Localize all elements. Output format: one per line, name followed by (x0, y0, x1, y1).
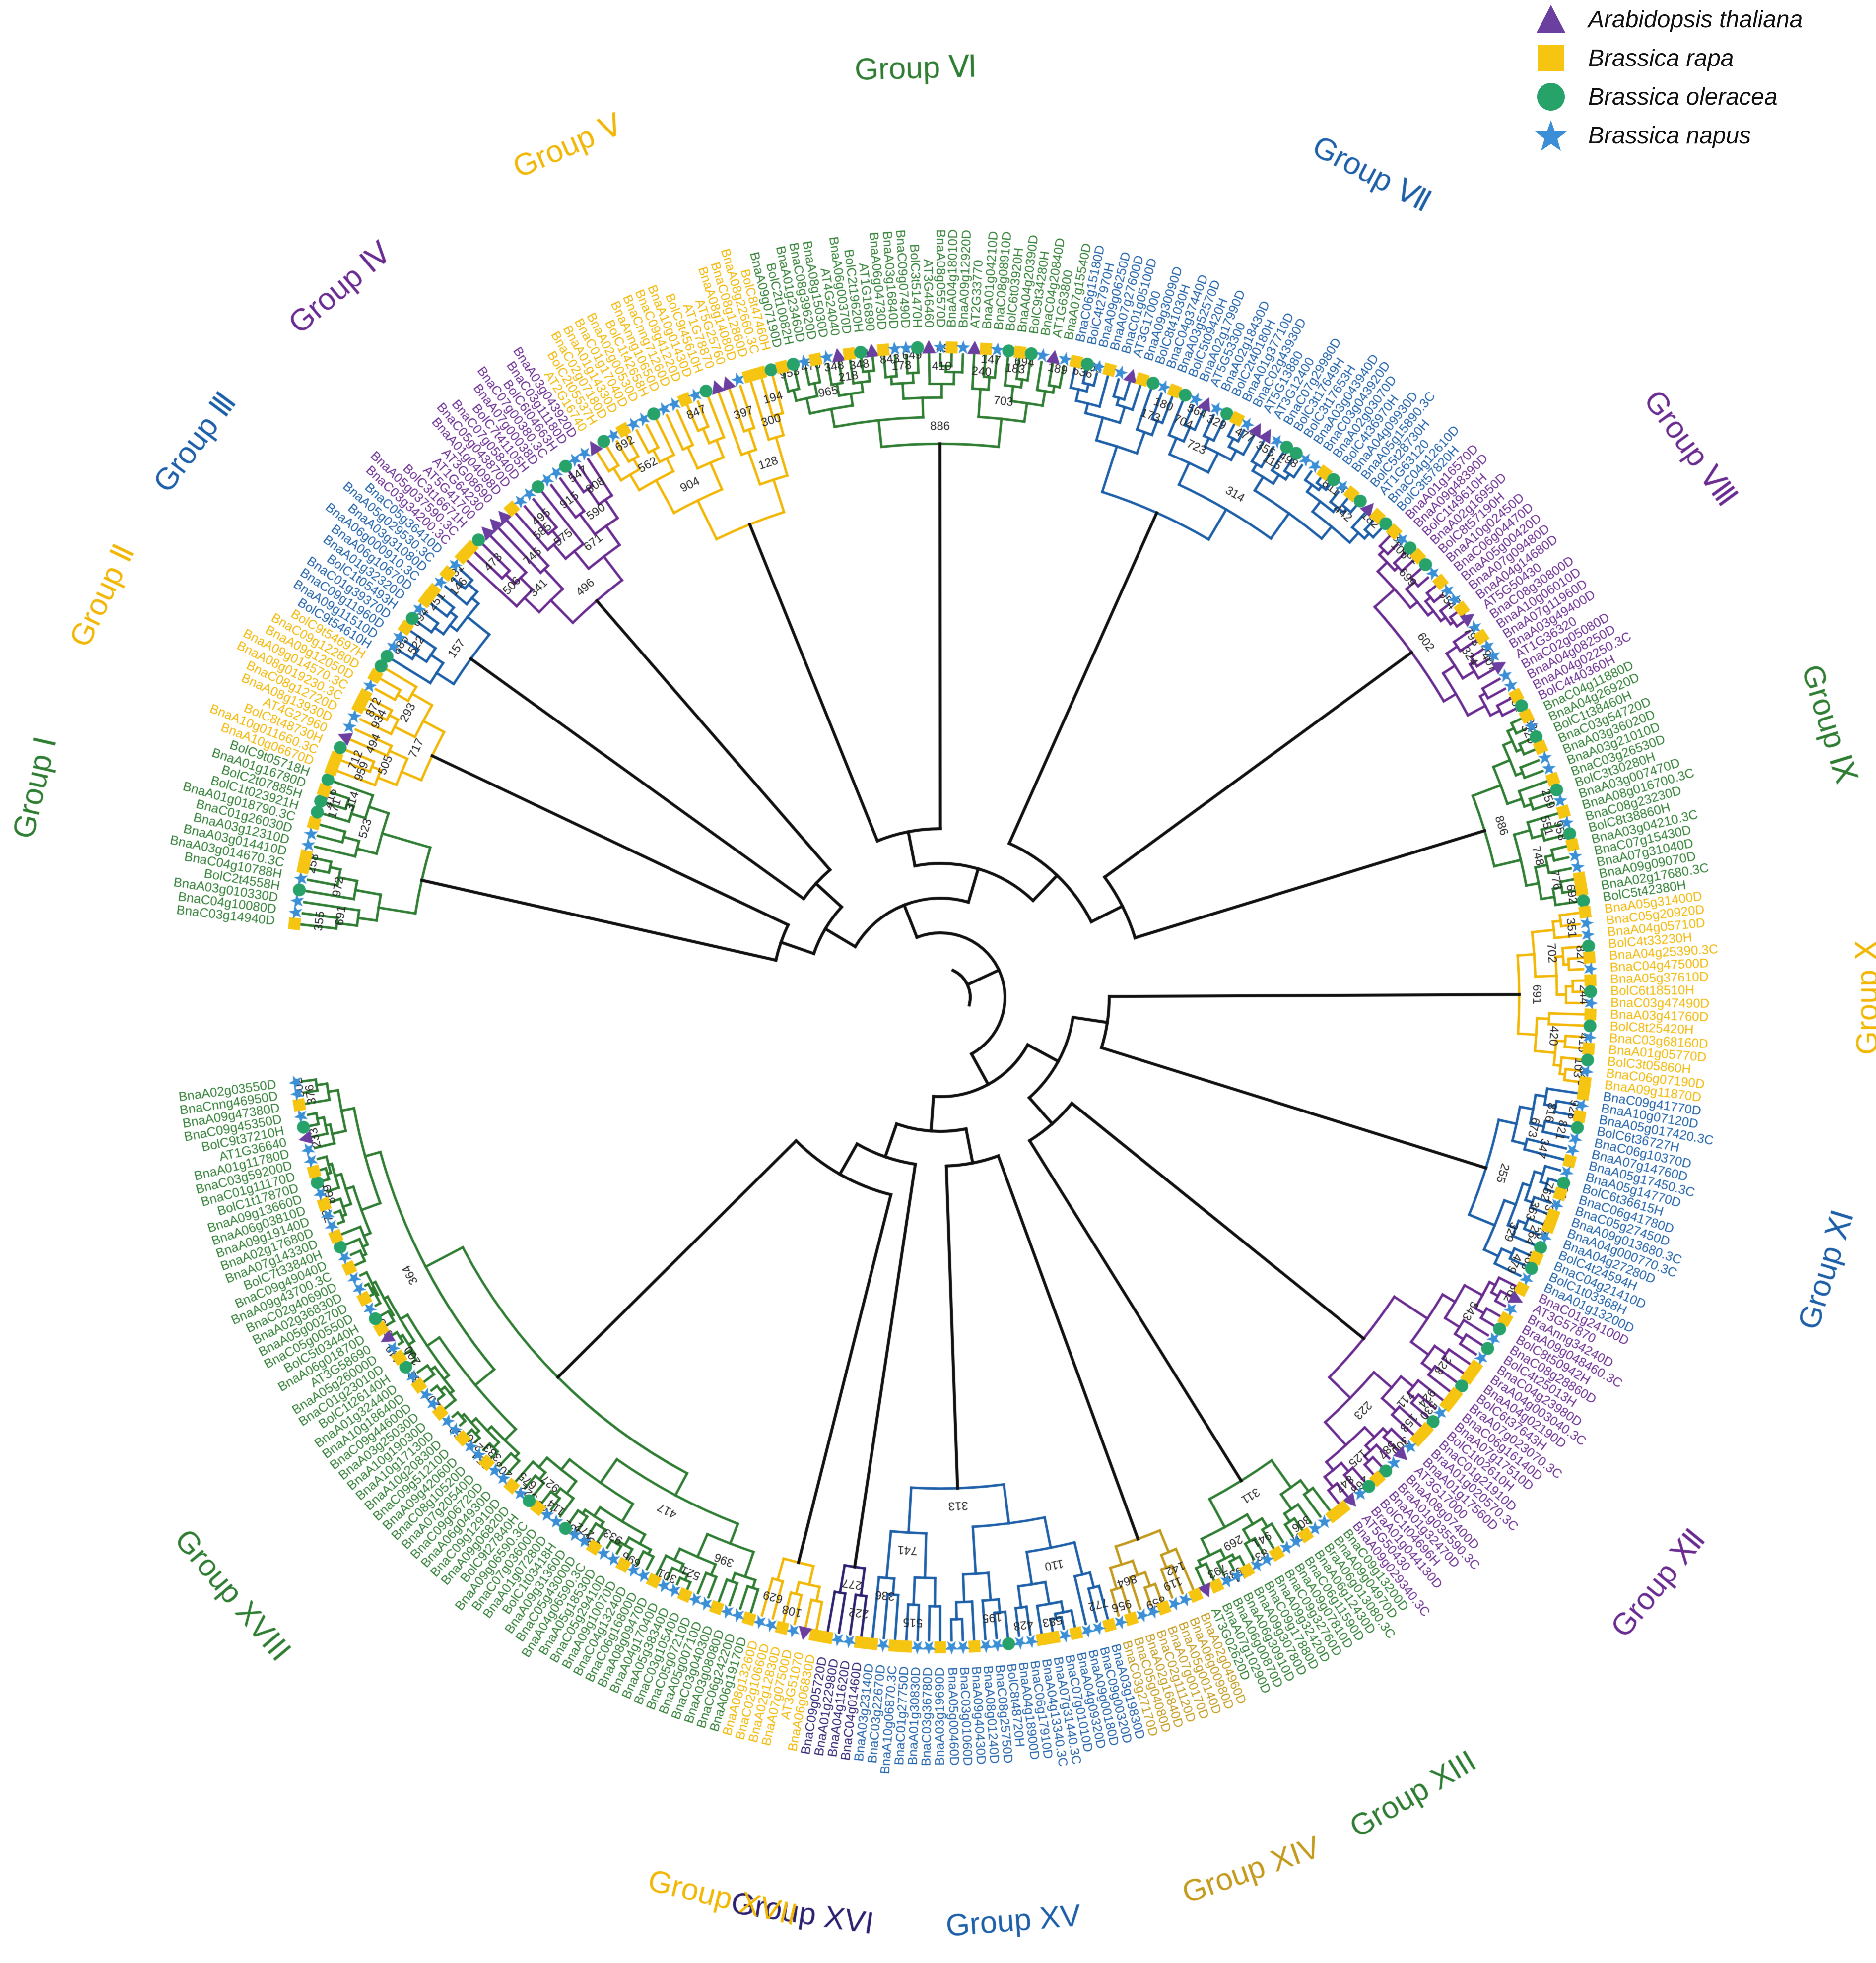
legend-item-arabidopsis: Arabidopsis thaliana (1534, 0, 1871, 39)
legend-label-brassica-napus: Brassica napus (1588, 122, 1751, 149)
square-icon (1538, 45, 1564, 71)
species-legend: Arabidopsis thaliana Brassica rapa Brass… (1534, 0, 1871, 155)
star-icon (1535, 120, 1567, 151)
legend-label-arabidopsis: Arabidopsis thaliana (1588, 6, 1803, 33)
legend-item-brassica-rapa: Brassica rapa (1534, 39, 1871, 77)
legend-item-brassica-napus: Brassica napus (1534, 116, 1871, 155)
circle-icon (1537, 83, 1565, 111)
triangle-icon (1537, 5, 1565, 33)
legend-label-brassica-oleracea: Brassica oleracea (1588, 83, 1778, 110)
legend-item-brassica-oleracea: Brassica oleracea (1534, 77, 1871, 116)
legend-label-brassica-rapa: Brassica rapa (1588, 45, 1734, 71)
